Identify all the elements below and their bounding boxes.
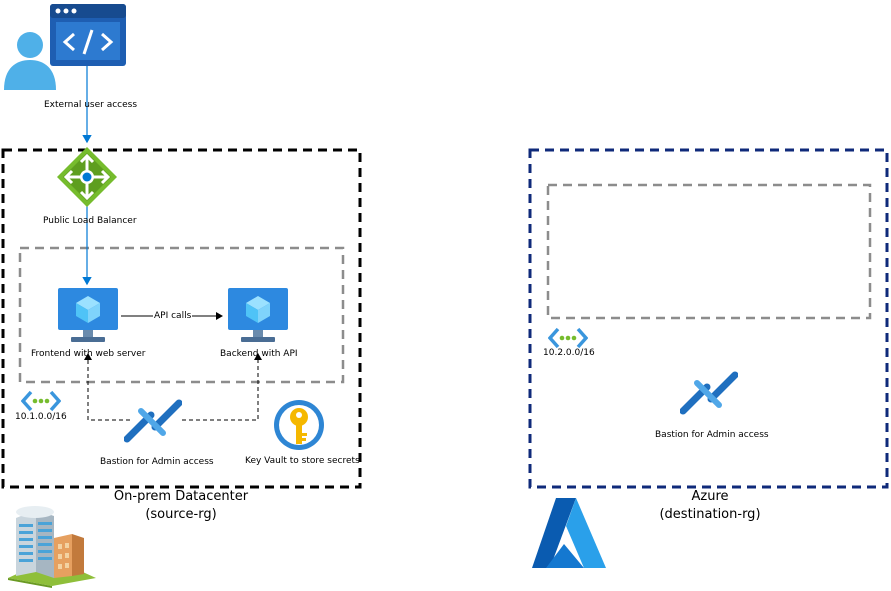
azure-vnet-cidr: 10.2.0.0/16: [543, 348, 595, 358]
azure-subtitle: (destination-rg): [659, 507, 761, 522]
azure-boundary: [528, 148, 889, 489]
azure-bastion-label: Bastion for Admin access: [655, 430, 769, 440]
frontend-label: Frontend with web server: [31, 349, 146, 359]
backend-label: Backend with API: [220, 349, 298, 359]
external-user-label: External user access: [44, 100, 138, 110]
load-balancer-icon: [57, 147, 117, 207]
onprem-title: On-prem Datacenter: [113, 489, 249, 504]
azure-logo-icon: [532, 498, 606, 568]
backend-vm-icon: [228, 288, 288, 342]
datacenter-building-icon: [8, 506, 96, 588]
bastion-to-frontend-connector: [84, 353, 130, 421]
onprem-subtitle: (source-rg): [145, 507, 217, 522]
onprem-vnet-cidr: 10.1.0.0/16: [15, 412, 67, 422]
onprem-bastion-label: Bastion for Admin access: [100, 457, 214, 467]
vnet-icon: [21, 390, 61, 412]
browser-code-icon: [50, 4, 126, 66]
bastion-icon: [124, 399, 182, 443]
key-vault-label: Key Vault to store secrets: [245, 456, 360, 466]
bastion-to-backend-connector: [182, 353, 262, 421]
frontend-vm-icon: [58, 288, 118, 342]
bastion-icon: [680, 371, 738, 415]
vnet-icon: [548, 327, 588, 349]
onprem-boundary: [1, 148, 362, 489]
public-load-balancer-label: Public Load Balancer: [43, 216, 137, 226]
onprem-vnet-boundary: [18, 246, 345, 384]
user-icon: [4, 32, 56, 90]
key-vault-icon: [274, 400, 324, 450]
azure-title: Azure: [691, 489, 729, 504]
azure-vnet-boundary: [546, 183, 872, 320]
api-calls-label: API calls: [153, 311, 193, 322]
